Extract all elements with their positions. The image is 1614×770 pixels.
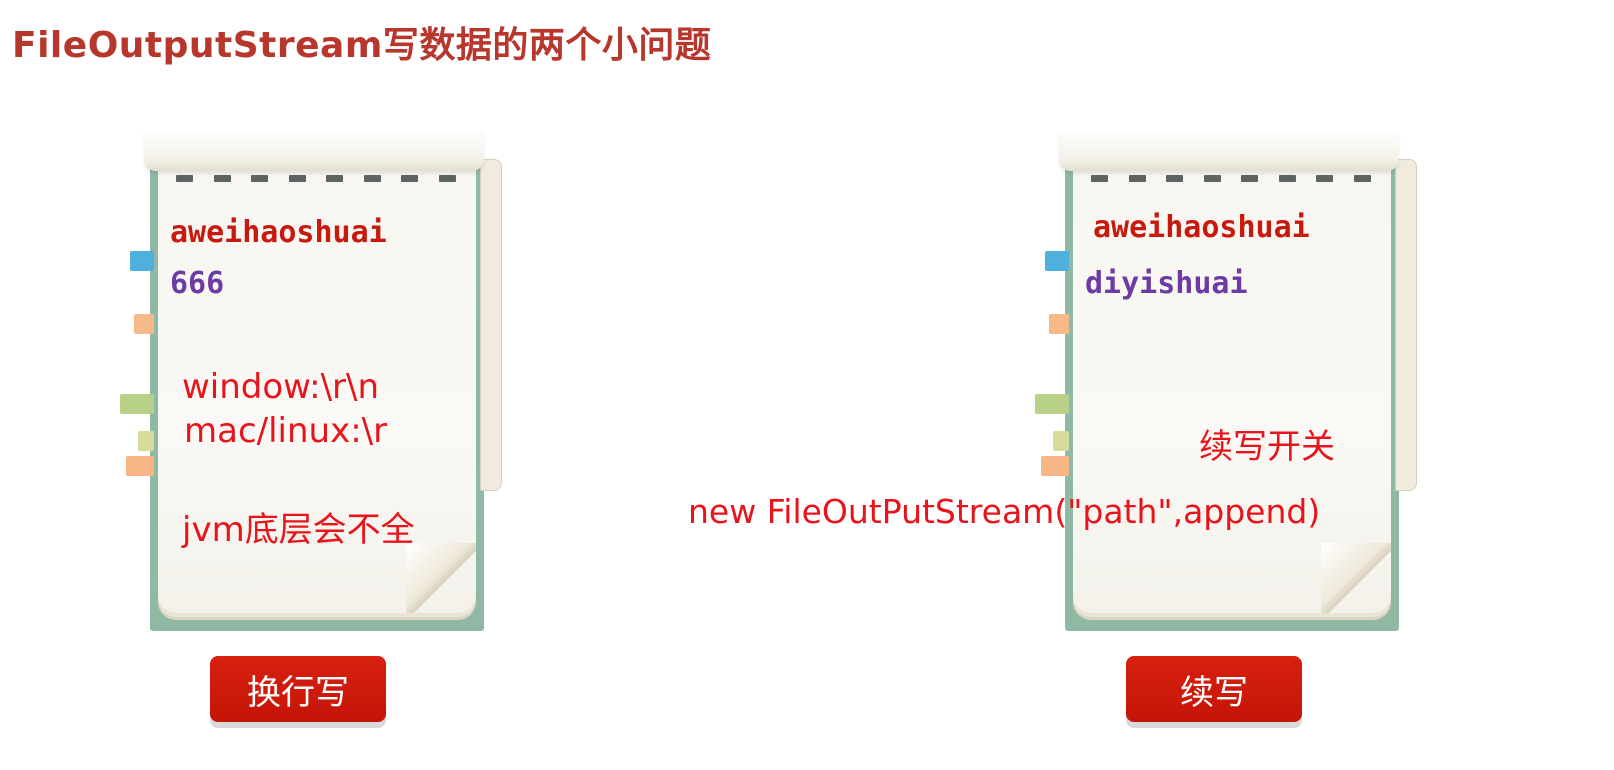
notebook-newline: aweihaoshuai 666 window:\r\n mac/linux:\… bbox=[120, 125, 502, 631]
bookmark-tab-lime bbox=[1053, 431, 1069, 451]
append-write-button[interactable]: 续写 bbox=[1126, 656, 1302, 722]
newline-write-button[interactable]: 换行写 bbox=[210, 656, 386, 722]
bookmark-tab-green bbox=[120, 394, 154, 414]
notebook-line-1: aweihaoshuai bbox=[1093, 210, 1310, 245]
notebook-back-page bbox=[1395, 159, 1417, 491]
notebook-line-1: aweihaoshuai bbox=[170, 215, 387, 250]
page-curl bbox=[1321, 543, 1391, 613]
notebook-line-2: diyishuai bbox=[1085, 266, 1248, 301]
bookmark-tab-lime bbox=[138, 431, 154, 451]
notebook-binding bbox=[144, 127, 484, 171]
jvm-note: jvm底层会不全 bbox=[182, 510, 415, 550]
notebook-holes bbox=[176, 175, 456, 183]
page-title: FileOutputStream写数据的两个小问题 bbox=[12, 25, 712, 66]
notebook-append: aweihaoshuai diyishuai 续写开关 bbox=[1035, 125, 1417, 631]
bookmark-tab-blue bbox=[130, 251, 154, 271]
notebook-back-page bbox=[480, 159, 502, 491]
notebook-line-2: 666 bbox=[170, 266, 225, 301]
bookmark-tab-blue bbox=[1045, 251, 1069, 271]
code-snippet: new FileOutPutStream("path",append) bbox=[688, 492, 1321, 531]
windows-newline-note: window:\r\n bbox=[182, 367, 380, 407]
notebook-page bbox=[158, 167, 476, 613]
bookmark-tab-peach bbox=[1041, 456, 1069, 476]
page-curl bbox=[406, 543, 476, 613]
append-switch-note: 续写开关 bbox=[1199, 427, 1335, 467]
notebook-binding bbox=[1059, 127, 1399, 171]
bookmark-tab-peach bbox=[126, 456, 154, 476]
notebook-holes bbox=[1091, 175, 1371, 183]
bookmark-tab-orange bbox=[134, 314, 154, 334]
notebook-page bbox=[1073, 167, 1391, 613]
bookmark-tab-orange bbox=[1049, 314, 1069, 334]
mac-newline-note: mac/linux:\r bbox=[184, 411, 388, 451]
bookmark-tab-green bbox=[1035, 394, 1069, 414]
